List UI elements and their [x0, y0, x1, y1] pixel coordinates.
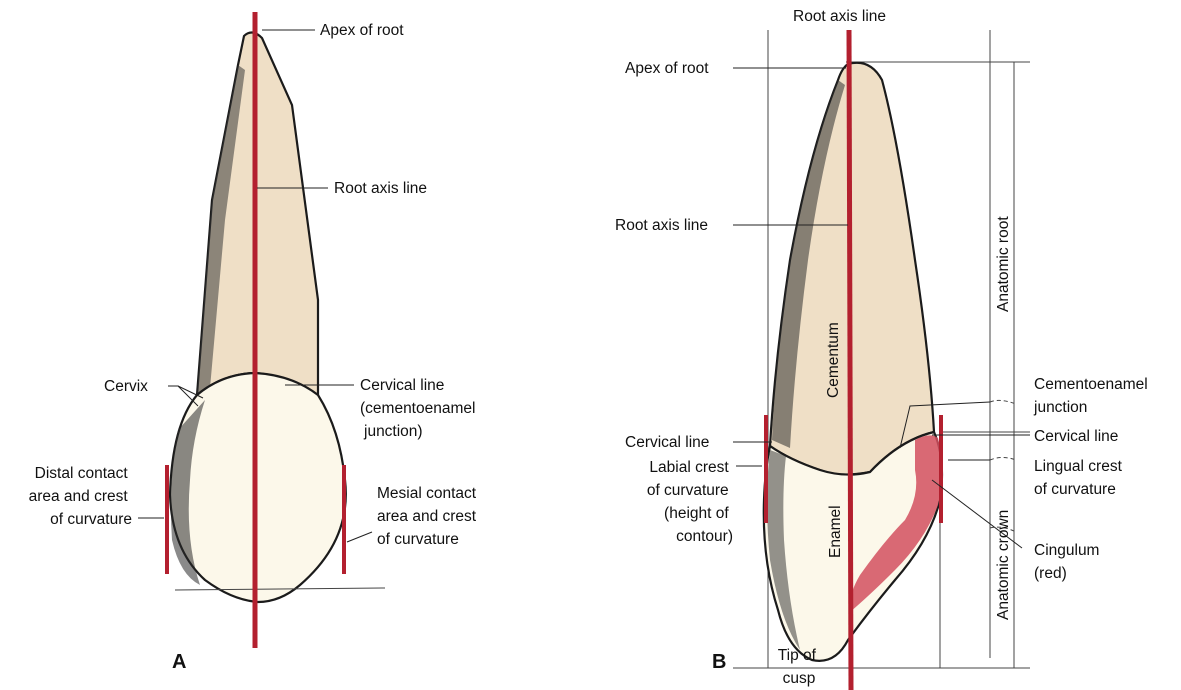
label-root-axis-line-top: Root axis line	[793, 8, 886, 25]
guide-lingual-dash	[990, 458, 1016, 461]
label-cementum: Cementum	[825, 322, 842, 398]
panel-letter-a: A	[172, 651, 186, 673]
label-distal-contact: Distal contact area and crest of curvatu…	[29, 465, 132, 528]
label-root-axis-line-b: Root axis line	[615, 217, 708, 234]
label-lingual-crest: Lingual crest of curvature	[1034, 458, 1126, 498]
label-apex-of-root-a: Apex of root	[320, 22, 404, 39]
label-root-axis-line-a: Root axis line	[334, 180, 427, 197]
tooth-a-crown	[170, 373, 346, 602]
label-labial-crest: Labial crest of curvature (height of con…	[647, 459, 733, 545]
label-cementoenamel-junction: Cementoenamel junction	[1033, 376, 1152, 416]
label-apex-of-root-b: Apex of root	[625, 60, 709, 77]
label-cingulum: Cingulum (red)	[1034, 542, 1104, 582]
label-enamel: Enamel	[827, 505, 844, 558]
label-cervical-line-a: Cervical line (cementoenamel junction)	[360, 377, 480, 440]
guide-cej-dash	[990, 400, 1016, 404]
label-cervix: Cervix	[104, 378, 148, 395]
label-tip-of-cusp: Tip of cusp	[778, 647, 821, 687]
panel-a: Apex of root Root axis line Cervix Cervi…	[29, 12, 481, 673]
panel-b: Root axis line Apex of root Root axis li…	[615, 8, 1152, 690]
label-anatomic-root: Anatomic root	[995, 216, 1012, 312]
tooth-b-root-axis-line	[849, 30, 851, 690]
panel-letter-b: B	[712, 651, 726, 673]
leader-mesial-contact	[347, 532, 372, 542]
label-mesial-contact: Mesial contact area and crest of curvatu…	[377, 485, 480, 548]
label-cervical-line-right: Cervical line	[1034, 428, 1118, 445]
label-anatomic-crown: Anatomic crown	[995, 510, 1012, 620]
label-cervical-line-left: Cervical line	[625, 434, 709, 451]
